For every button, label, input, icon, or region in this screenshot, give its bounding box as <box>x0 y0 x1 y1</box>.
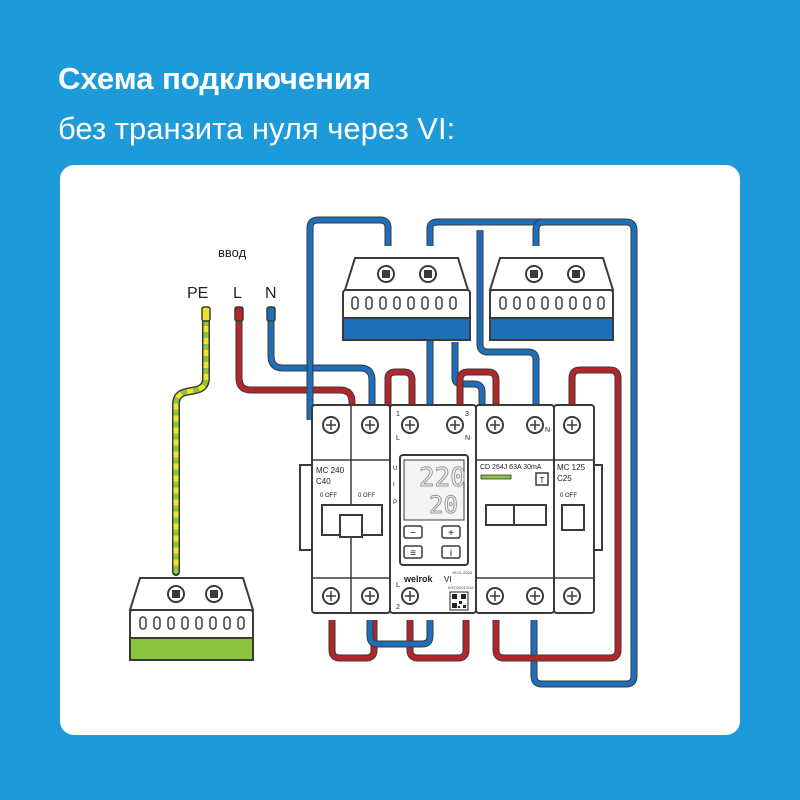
relay-brand: welrok <box>403 574 434 584</box>
relay-display-current: 20 <box>429 491 458 519</box>
qr-code-icon <box>449 591 469 611</box>
svg-text:+: + <box>448 528 454 539</box>
relay-side-u: U <box>393 466 397 472</box>
relay-pinL2: L <box>396 582 400 589</box>
svg-text:i: i <box>450 548 452 559</box>
phase-out-wire <box>457 369 499 420</box>
page-title: Схема подключения <box>58 61 371 96</box>
relay-pin2: 2 <box>396 604 400 611</box>
rcd-pin-n: N <box>545 427 550 434</box>
terminal-block-green <box>128 577 255 661</box>
breaker-left-off2: 0 OFF <box>358 493 375 499</box>
breaker-left-model: MC 240 <box>316 466 345 475</box>
n-ferrule <box>266 306 276 322</box>
ground-wire <box>172 316 210 576</box>
svg-text:≡: ≡ <box>410 548 416 559</box>
breaker-left-rating: C40 <box>316 477 331 486</box>
relay-model: VI <box>444 575 452 584</box>
svg-text:T: T <box>540 476 545 485</box>
page-subtitle: без транзита нуля через VI: <box>58 111 456 146</box>
terminal-block-blue-right <box>488 257 615 341</box>
bottom-neutral-wire <box>367 620 433 647</box>
l-label: L <box>233 285 242 302</box>
terminal-block-blue-left <box>342 257 471 341</box>
rcd-indicator <box>480 474 512 480</box>
n-label: N <box>265 285 277 302</box>
relay-side-i: I <box>393 482 395 488</box>
relay-side-p: P <box>393 500 397 506</box>
bottom-phase-wire-2 <box>407 620 469 661</box>
neutral-top-wire <box>306 216 392 250</box>
rcd-cd264j: N CD 264J 63A 30mA T <box>475 404 555 614</box>
breaker-right-model: MC 125 <box>557 463 586 472</box>
relay-date: 15.01.2024 <box>452 570 473 575</box>
neutral-loop-wire <box>427 219 637 687</box>
relay-info-button[interactable]: i <box>441 545 461 559</box>
relay-minus-button[interactable]: − <box>403 525 423 539</box>
rcd-test-button[interactable]: T <box>535 472 549 486</box>
pe-ferrule <box>201 306 211 322</box>
breaker-right-rating: C25 <box>557 474 572 483</box>
pe-label: PE <box>187 285 208 302</box>
phase-loop-wire <box>493 367 621 661</box>
bottom-phase-wire-1 <box>329 620 377 661</box>
relay-display-voltage: 220 <box>419 463 466 493</box>
relay-plus-button[interactable]: + <box>441 525 461 539</box>
svg-text:−: − <box>410 528 416 539</box>
voltage-relay-vi: 1 3 L N L 2 220 20 U I P − + ≡ i welrok … <box>389 404 477 614</box>
relay-pinN: N <box>465 435 470 442</box>
breaker-right-off: 0 OFF <box>560 493 577 499</box>
relay-pinL: L <box>396 435 400 442</box>
l-ferrule <box>234 306 244 322</box>
breaker-mc125: MC 125 C25 0 OFF <box>553 404 603 614</box>
relay-pin3: 3 <box>465 411 469 418</box>
relay-pin1: 1 <box>396 411 400 418</box>
input-label: ввод <box>218 245 247 260</box>
breaker-mc240: MC 240 C40 0 OFF 0 OFF <box>299 404 391 614</box>
relay-menu-button[interactable]: ≡ <box>403 545 423 559</box>
rcd-model: CD 264J 63A 30mA <box>480 464 542 471</box>
breaker-left-off1: 0 OFF <box>320 493 337 499</box>
relay-serial: 0/47/2001/016 <box>448 585 474 590</box>
